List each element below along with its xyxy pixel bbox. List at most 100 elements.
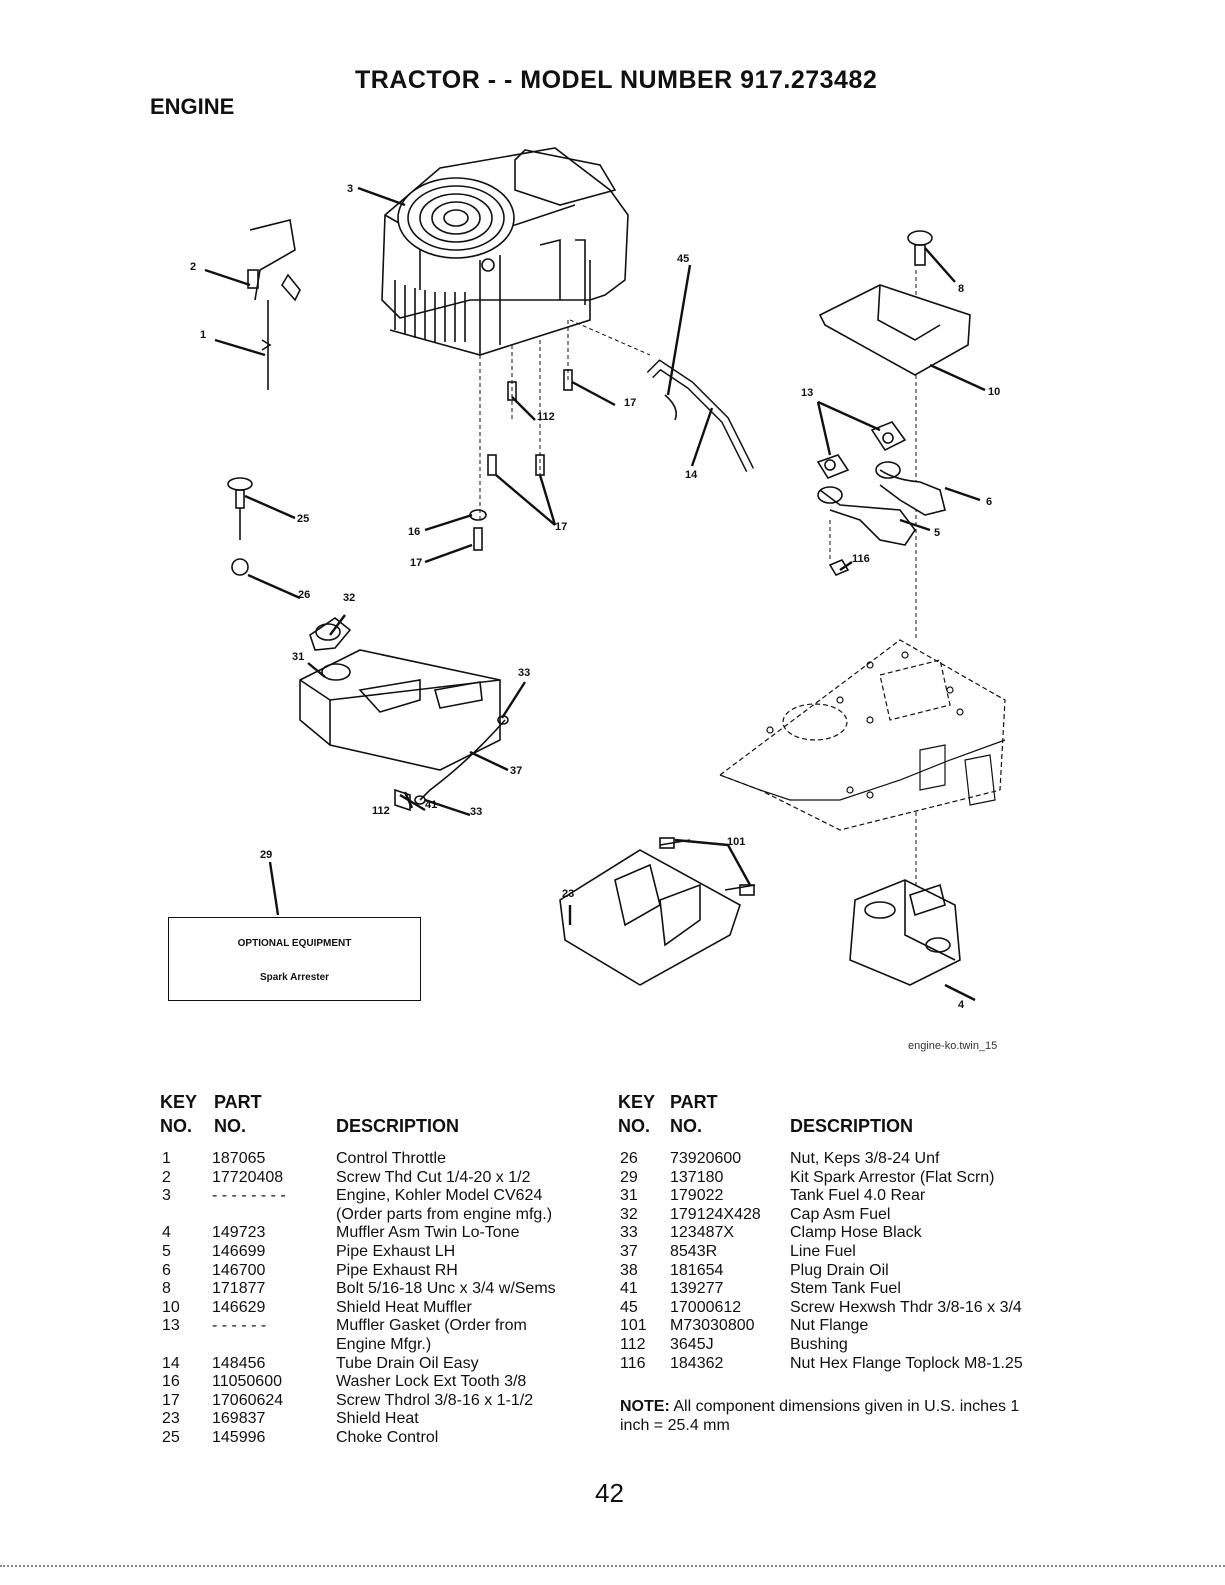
description-cell: Screw Hexwsh Thdr 3/8-16 x 3/4 <box>790 1299 1023 1318</box>
description-cell: Screw Thd Cut 1/4-20 x 1/2 <box>336 1169 556 1188</box>
description-line: Shield Heat <box>336 1410 419 1428</box>
part-number-cell: 73920600 <box>670 1150 742 1167</box>
description-line: Nut Hex Flange Toplock M8-1.25 <box>790 1354 1023 1372</box>
optional-equipment-box: OPTIONAL EQUIPMENT Spark Arrester <box>168 917 421 1001</box>
dimension-note: NOTE: All component dimensions given in … <box>620 1397 1040 1435</box>
callout-label: 10 <box>988 386 1000 398</box>
description-cell: Choke Control <box>336 1429 556 1448</box>
description-cell: Muffler Asm Twin Lo-Tone <box>336 1224 556 1243</box>
description-cell: Bolt 5/16-18 Unc x 3/4 w/Sems <box>336 1280 556 1299</box>
description-cell: Control Throttle <box>336 1150 556 1169</box>
description-cell: Bushing <box>790 1336 1023 1355</box>
part-number-cell: - - - - - - - - <box>212 1187 286 1205</box>
description-cell: Pipe Exhaust LH <box>336 1243 556 1262</box>
page-number: 42 <box>595 1478 624 1508</box>
callout-label: 45 <box>677 253 689 265</box>
callout-label: 8 <box>958 283 964 295</box>
optional-equipment-heading: OPTIONAL EQUIPMENT <box>237 938 352 949</box>
part-no-header: NO. <box>214 1116 247 1136</box>
part-number-cell: 146629 <box>212 1298 266 1316</box>
part-number-cell: - - - - - - <box>212 1317 267 1335</box>
callout-label: 17 <box>624 397 636 409</box>
key-no-header: NO. <box>618 1116 651 1136</box>
description-line: Choke Control <box>336 1428 439 1446</box>
key-number-cell: 33 <box>620 1224 638 1242</box>
key-number-cell: 23 <box>162 1410 180 1428</box>
part-header: PART <box>214 1092 262 1112</box>
description-cell: Clamp Hose Black <box>790 1224 1023 1243</box>
description-cell: Line Fuel <box>790 1243 1023 1262</box>
callout-label: 1 <box>200 329 206 341</box>
part-number-cell: 179124X428 <box>670 1205 761 1223</box>
callout-labels: 3 2 1 8 10 13 6 5 116 45 17 112 14 17 16… <box>190 183 1000 1011</box>
description-cell: Washer Lock Ext Tooth 3/8 <box>336 1373 556 1392</box>
description-line: Tube Drain Oil Easy <box>336 1354 479 1372</box>
key-header: KEY <box>160 1092 198 1112</box>
part-number-cell: 137180 <box>670 1168 724 1186</box>
description-cell: Tube Drain Oil Easy <box>336 1355 556 1374</box>
key-number-cell: 26 <box>620 1150 638 1167</box>
part-no-header: NO. <box>670 1116 703 1136</box>
callout-label: 112 <box>537 411 555 423</box>
diagram-file-reference: engine-ko.twin_15 <box>908 1040 998 1052</box>
key-number-cell: 2 <box>162 1168 171 1186</box>
part-number-cell: 179022 <box>670 1187 724 1205</box>
key-no-header: NO. <box>160 1116 193 1136</box>
part-header: PART <box>670 1092 718 1112</box>
callout-label: 6 <box>986 496 992 508</box>
description-cell: Kit Spark Arrestor (Flat Scrn) <box>790 1169 1023 1188</box>
description-cell: Nut, Keps 3/8-24 Unf <box>790 1150 1023 1169</box>
description-header: DESCRIPTION <box>336 1116 460 1136</box>
engine-illustration <box>381 147 629 356</box>
description-cell: Tank Fuel 4.0 Rear <box>790 1187 1023 1206</box>
description-line: (Order parts from engine mfg.) <box>336 1205 553 1223</box>
callout-label: 17 <box>555 521 567 533</box>
description-line: Tank Fuel 4.0 Rear <box>790 1187 926 1205</box>
description-line: Control Throttle <box>336 1150 446 1167</box>
description-line: Cap Asm Fuel <box>790 1205 891 1223</box>
description-line: Screw Hexwsh Thdr 3/8-16 x 3/4 <box>790 1298 1022 1316</box>
description-header: DESCRIPTION <box>790 1116 914 1136</box>
exploded-parts-diagram: 3 2 1 8 10 13 6 5 116 45 17 112 14 17 16… <box>190 147 1006 1011</box>
description-line: Engine Mfgr.) <box>336 1335 432 1353</box>
description-line: Engine, Kohler Model CV624 <box>336 1187 543 1205</box>
part-number-cell: 8543R <box>670 1242 718 1260</box>
key-number-cell: 116 <box>620 1354 646 1372</box>
optional-equipment-item: Spark Arrester <box>259 972 330 983</box>
key-number-cell: 32 <box>620 1205 638 1223</box>
key-number-cell: 4 <box>162 1224 171 1242</box>
description-line: Washer Lock Ext Tooth 3/8 <box>336 1373 527 1391</box>
description-line: Pipe Exhaust LH <box>336 1242 456 1260</box>
parts-table-row: 26 73920600 Nut, Keps 3/8-24 Unf <box>618 1150 1023 1169</box>
part-number-cell: 123487X <box>670 1224 735 1242</box>
callout-label: 23 <box>562 888 574 900</box>
callout-label: 16 <box>408 526 420 538</box>
part-number-cell: 139277 <box>670 1280 724 1298</box>
part-number-cell: M73030800 <box>670 1317 755 1335</box>
parts-table-row: 32 179124X428 Cap Asm Fuel <box>618 1206 1023 1225</box>
part-number-cell: 3645J <box>670 1335 714 1353</box>
description-line: Stem Tank Fuel <box>790 1280 901 1298</box>
description-line: Bolt 5/16-18 Unc x 3/4 w/Sems <box>336 1280 556 1298</box>
callout-label: 14 <box>685 469 698 481</box>
key-number-cell: 29 <box>620 1168 638 1186</box>
part-number-cell: 184362 <box>670 1354 724 1372</box>
description-line: Pipe Exhaust RH <box>336 1261 458 1279</box>
description-line: Bushing <box>790 1335 848 1353</box>
part-number-cell: 17000612 <box>670 1298 742 1316</box>
callout-label: 2 <box>190 261 196 273</box>
callout-label: 37 <box>510 765 522 777</box>
part-number-cell: 11050600 <box>212 1373 282 1391</box>
callout-label: 33 <box>470 806 482 818</box>
callout-label: 101 <box>727 836 745 848</box>
